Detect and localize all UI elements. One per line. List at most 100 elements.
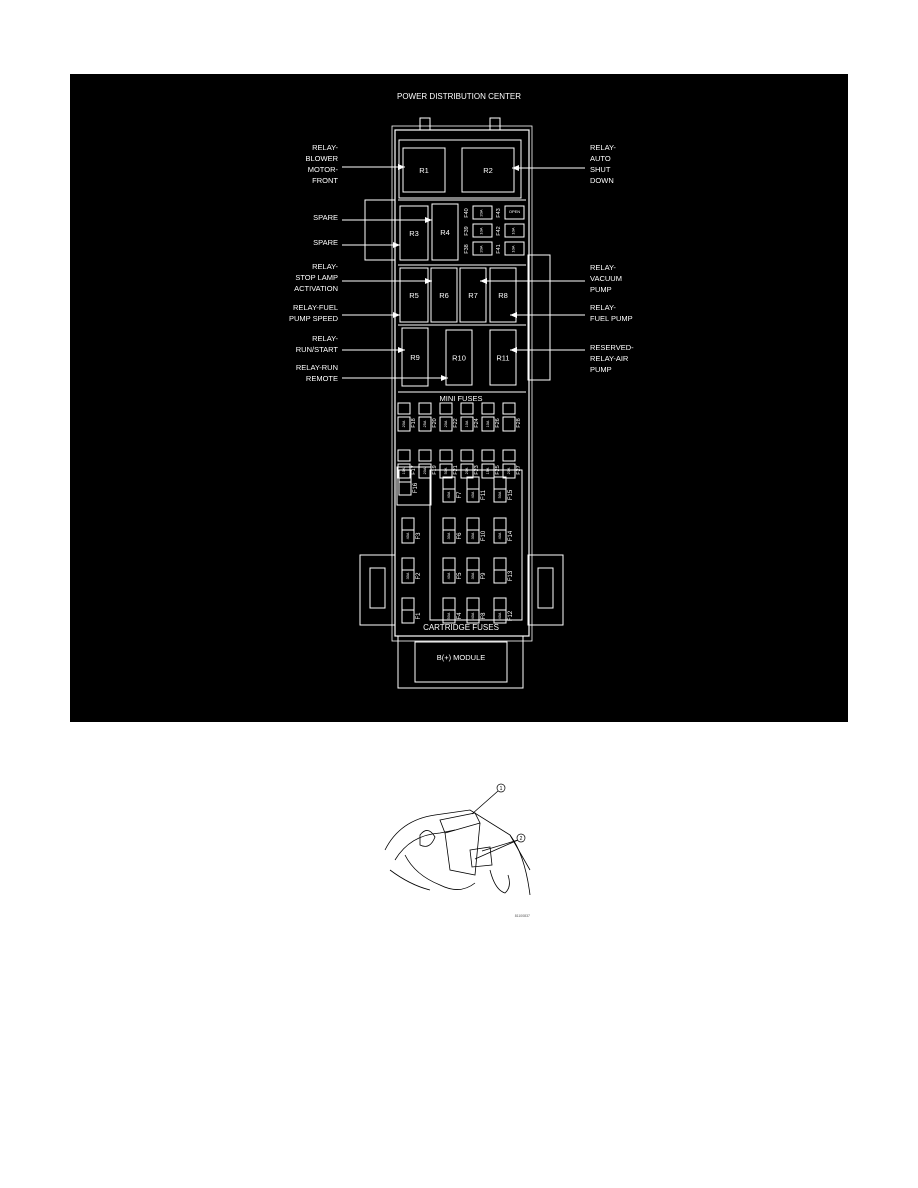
relay-label: R6 <box>439 291 449 300</box>
fuse-id: F26 <box>495 418 501 427</box>
fuse-id: F28 <box>516 418 522 427</box>
cartridge-fuse-f5 <box>442 569 456 584</box>
mini-fuse-socket <box>481 449 495 462</box>
cartridge-fuse-f9 <box>466 569 480 584</box>
mini-fuse-f18 <box>397 416 411 432</box>
cartridge-fuse-socket <box>493 476 507 490</box>
left-callout-text: REMOTE <box>306 374 338 383</box>
left-callout-arrow-head <box>393 242 400 248</box>
right-callout-text: RESERVED- <box>590 343 634 352</box>
mini-fuses-label: MINI FUSES <box>440 394 483 403</box>
fuse-id: F5 <box>457 572 463 580</box>
left-callout-text: SPARE <box>313 213 338 222</box>
cartridge-fuse-socket <box>493 557 507 571</box>
side-bracket-left <box>364 199 396 261</box>
fuse-rating: 10A <box>511 227 516 234</box>
relay-r6 <box>430 267 458 323</box>
left-callout-text: RELAY-FUEL <box>293 303 338 312</box>
mount-tab <box>489 117 501 131</box>
mini-fuse-socket <box>502 449 516 462</box>
right-callout-text: RELAY- <box>590 263 616 272</box>
left-callout-text: BLOWER <box>305 154 338 163</box>
mini-fuse-socket <box>460 449 474 462</box>
mini-fuse-socket <box>481 402 495 415</box>
fuse-id: F24 <box>474 418 480 427</box>
fuse-rating: 40A <box>447 491 451 498</box>
mini-fuse-f27 <box>502 463 516 479</box>
right-callout-text: RELAY-AIR <box>590 354 629 363</box>
fuse-rating: 40A <box>406 532 410 539</box>
mount-right-inner <box>537 567 554 609</box>
fuse-rating: 30A <box>447 532 451 539</box>
fuse-id: F22 <box>453 418 459 427</box>
callout-2: 2 <box>520 836 523 842</box>
cartridge-fuse-socket <box>493 517 507 531</box>
fuse-rating: 50A <box>498 491 502 498</box>
left-callout-arrow-head <box>425 278 432 284</box>
relay-r1 <box>402 147 446 193</box>
cartridge-fuse-f1 <box>401 609 415 624</box>
relay-label: R5 <box>409 291 419 300</box>
fuse-id: F38 <box>464 244 470 253</box>
fuse-f41 <box>504 241 525 256</box>
fuse-id: F7 <box>457 491 463 499</box>
right-callout-arrow-head <box>510 347 517 353</box>
mini-fuse-f24 <box>460 416 474 432</box>
mini-fuse-f21 <box>439 463 453 479</box>
right-callout-text: RELAY- <box>590 143 616 152</box>
fuse-id: F40 <box>464 208 470 217</box>
side-bracket-right <box>527 254 551 381</box>
callout-1: 1 <box>500 786 503 792</box>
fuse-id: F42 <box>496 226 502 235</box>
left-callout-text: MOTOR- <box>308 165 339 174</box>
fuse-rating: 40A <box>498 532 502 539</box>
cartridge-fuse-f11 <box>466 488 480 503</box>
cartridge-fuse-f12 <box>493 609 507 624</box>
fuse-id: F16 <box>413 482 419 493</box>
mini-fuse-socket <box>397 449 411 462</box>
left-callout-arrow-head <box>425 217 432 223</box>
relay-label: R11 <box>496 354 509 363</box>
fuse-id: F20 <box>432 418 438 427</box>
right-callout-arrow-head <box>480 278 487 284</box>
left-callout-text: ACTIVATION <box>294 284 338 293</box>
fuse-id: F43 <box>496 208 502 217</box>
right-callout-text: FUEL PUMP <box>590 314 633 323</box>
mount-right <box>527 554 564 626</box>
relay-r4 <box>431 203 459 261</box>
cartridge-fuse-socket <box>493 597 507 611</box>
fuse-id: F17 <box>411 465 417 474</box>
mini-fuse-socket <box>502 402 516 415</box>
fuse-id: F10 <box>481 530 487 541</box>
fuse-rating: 20A <box>465 467 469 474</box>
fuse-rating: 20A <box>444 420 448 427</box>
relay-section-top <box>398 139 522 199</box>
mount-tab <box>419 117 431 131</box>
cartridge-fuse-f2 <box>401 569 415 584</box>
cartridge-fuse-f14 <box>493 529 507 544</box>
relay-r5 <box>399 267 429 323</box>
fuse-f42 <box>504 223 525 238</box>
fuse-rating: 30A <box>471 572 475 579</box>
cartridge-fuse-socket <box>401 517 415 531</box>
fuse-rating: 15A <box>486 467 490 474</box>
figure-code: 81100837 <box>515 914 530 918</box>
fuse-rating: 20A <box>423 467 427 474</box>
fuse-rating: 20A <box>507 467 511 474</box>
relay-label: R3 <box>409 229 419 238</box>
mini-fuse-socket <box>439 402 453 415</box>
module-housing <box>397 635 524 689</box>
fuse-id: F8 <box>481 612 487 620</box>
relay-label: R2 <box>483 166 493 175</box>
relay-r10 <box>445 329 473 386</box>
vehicle-location-illustration: 1 2 81100837 <box>384 783 531 918</box>
cartridge-fuses-label: CARTRIDGE FUSES <box>423 623 499 632</box>
mount-left <box>359 554 396 626</box>
fuse-rating: 10A <box>486 420 490 427</box>
cartridge-area-frame <box>429 469 523 621</box>
fuse-rating: 10A <box>465 420 469 427</box>
left-callout-arrow-head <box>441 375 448 381</box>
fuse-id: F1 <box>416 612 422 620</box>
fuse-id: F9 <box>481 572 487 580</box>
